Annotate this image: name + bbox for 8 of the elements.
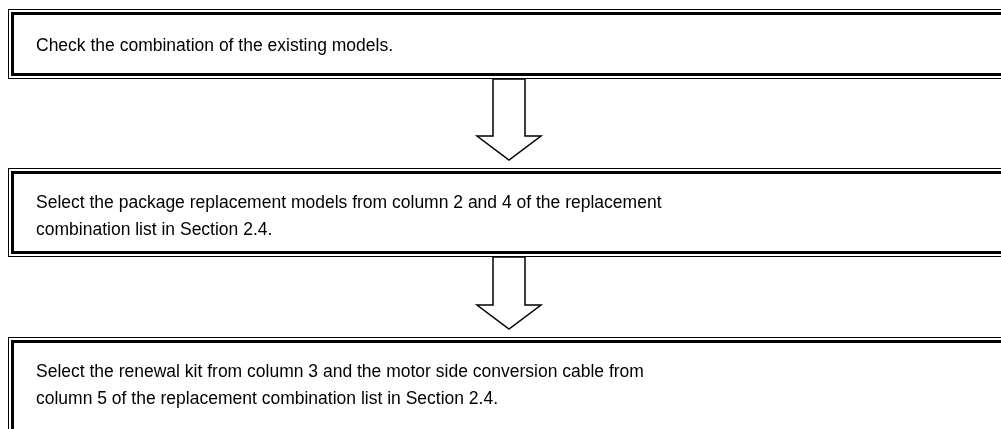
block-arrow <box>474 256 544 330</box>
process-box <box>11 340 1001 429</box>
process-box <box>11 12 1001 76</box>
step-text: Select the renewal kit from column 3 and the motor side conversion cable from column 5 of the replacement combination list in Section 2.4. <box>36 360 645 410</box>
block-arrow <box>474 78 544 161</box>
step-text: Select the package replacement models from column 2 and 4 of the replacement combination list in Section 2.4. <box>36 191 663 241</box>
step-text: Check the combination of the existing models. <box>36 34 394 57</box>
process-box <box>11 171 1001 254</box>
